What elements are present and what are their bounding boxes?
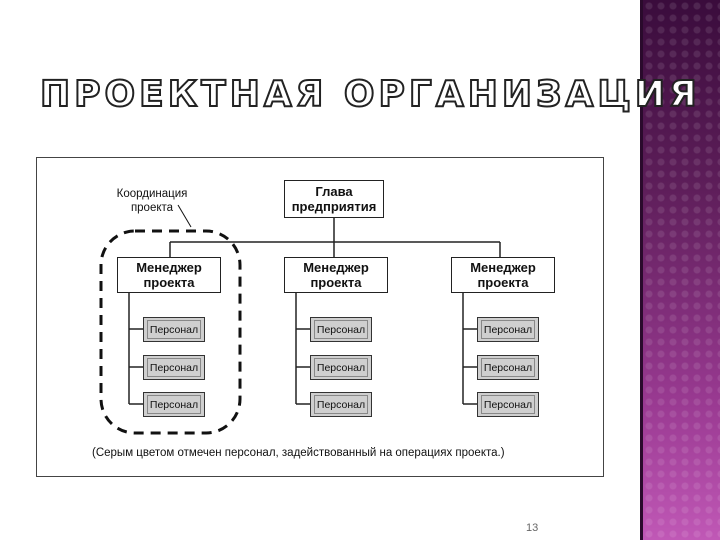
coordination-label-line1: Координация <box>116 188 188 200</box>
personnel-box: Персонал <box>310 317 372 342</box>
personnel-box: Персонал <box>143 392 205 417</box>
manager-2-line1: Менеджер <box>303 260 369 275</box>
manager-3-line1: Менеджер <box>470 260 536 275</box>
coordination-label-line2: проекта <box>130 202 174 214</box>
manager-box-3: Менеджер проекта <box>451 257 555 293</box>
personnel-label: Персонал <box>314 395 368 414</box>
personnel-box: Персонал <box>310 355 372 380</box>
diagram-note: (Серым цветом отмечен персонал, задейств… <box>92 447 505 459</box>
personnel-box: Персонал <box>143 355 205 380</box>
personnel-label: Персонал <box>481 320 535 339</box>
personnel-label: Персонал <box>147 358 201 377</box>
head-box: Глава предприятия <box>284 180 384 218</box>
personnel-box: Персонал <box>477 317 539 342</box>
personnel-label: Персонал <box>147 395 201 414</box>
personnel-box: Персонал <box>310 392 372 417</box>
personnel-box: Персонал <box>477 392 539 417</box>
head-line2: предприятия <box>291 199 377 214</box>
personnel-box: Персонал <box>477 355 539 380</box>
personnel-box: Персонал <box>143 317 205 342</box>
personnel-label: Персонал <box>481 395 535 414</box>
personnel-label: Персонал <box>314 358 368 377</box>
personnel-label: Персонал <box>147 320 201 339</box>
manager-box-2: Менеджер проекта <box>284 257 388 293</box>
manager-2-line2: проекта <box>310 275 362 290</box>
manager-3-line2: проекта <box>477 275 529 290</box>
side-panel-edge <box>640 0 643 540</box>
slide-title: ПРОЕКТНАЯ ОРГАНИЗАЦИЯ <box>39 73 701 116</box>
personnel-label: Персонал <box>314 320 368 339</box>
head-line1: Глава <box>315 184 353 199</box>
manager-box-1: Менеджер проекта <box>117 257 221 293</box>
manager-1-line1: Менеджер <box>136 260 202 275</box>
coordination-label: Координация проекта <box>102 187 202 215</box>
personnel-label: Персонал <box>481 358 535 377</box>
page-number: 13 <box>526 522 539 534</box>
decorative-side-panel <box>643 0 720 540</box>
manager-1-line2: проекта <box>143 275 195 290</box>
